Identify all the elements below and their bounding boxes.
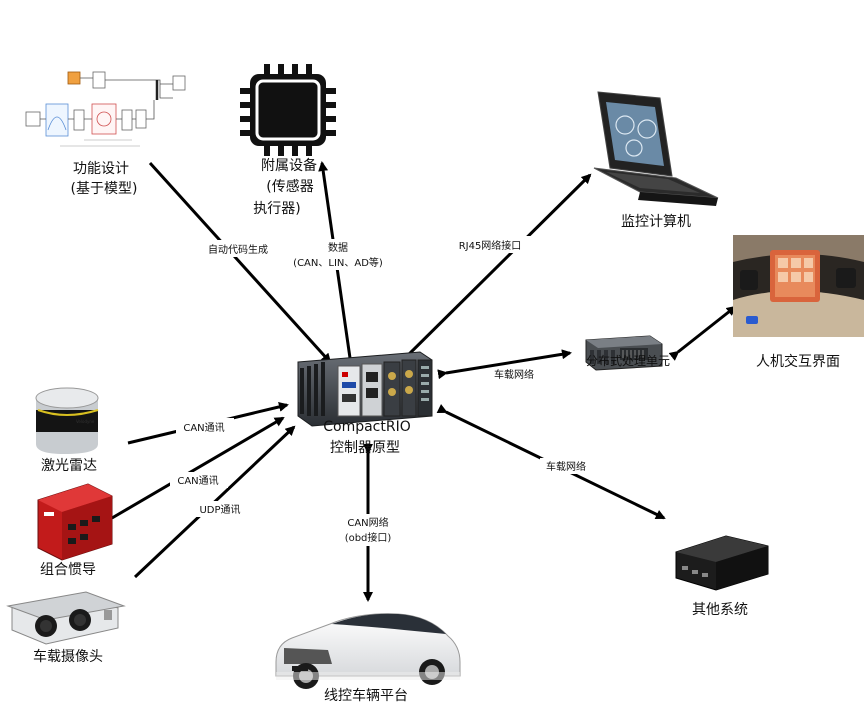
- camera-image: [6, 591, 126, 645]
- edge-label-data: 数据: [328, 241, 348, 254]
- node-other-label: 其他系统: [692, 602, 748, 618]
- edge-vehicle-net-distributed: [437, 349, 572, 380]
- node-function-design-subtitle: (基于模型): [71, 180, 138, 197]
- edge-labels: 自动代码生成 数据 (CAN、LIN、AD等) RJ45网络接口 车载网络 车载…: [170, 236, 592, 546]
- node-camera-label: 车载摄像头: [33, 648, 103, 665]
- car-image: [275, 613, 461, 689]
- edge-can-ins: [111, 416, 285, 520]
- edge-autocode: [148, 161, 332, 364]
- ins-image: [37, 483, 113, 561]
- node-accessory-sub1: (传感器: [266, 178, 313, 195]
- node-accessory-sub2: 执行器): [253, 201, 300, 217]
- hmi-dashboard-image: [733, 235, 864, 337]
- node-hmi-label: 人机交互界面: [756, 353, 840, 370]
- other-system-box-image: [675, 535, 769, 591]
- node-accessory-title: 附属设备: [261, 157, 317, 174]
- node-ins-label: 组合惯导: [40, 561, 96, 578]
- edge-label-can-lidar: CAN通讯: [183, 422, 224, 434]
- edge-label-vehicle-net-2: 车载网络: [546, 460, 586, 473]
- edge-label-can-ins: CAN通讯: [177, 475, 218, 487]
- node-lidar-label: 激光雷达: [41, 457, 97, 474]
- node-monitor-label: 监控计算机: [621, 214, 691, 230]
- edge-label-udp-camera: UDP通讯: [199, 504, 240, 516]
- compactrio-image: [297, 351, 433, 427]
- node-vehicle-label: 线控车辆平台: [324, 687, 408, 704]
- lidar-image: Velodyne: [35, 387, 99, 454]
- rugged-laptop-image: [593, 91, 719, 206]
- edge-label-can-net: CAN网络: [347, 516, 388, 529]
- edge-label-autocode: 自动代码生成: [208, 243, 268, 256]
- node-function-design-title: 功能设计: [73, 161, 129, 177]
- chip-icon: [240, 64, 336, 156]
- node-distributed-label: 分布式处理单元: [586, 354, 670, 368]
- edge-label-obd: (obd接口): [345, 531, 392, 544]
- center-node-name: CompactRIO: [323, 419, 411, 435]
- edge-label-data-detail: (CAN、LIN、AD等): [293, 256, 383, 269]
- edge-label-vehicle-net-1: 车载网络: [494, 368, 534, 381]
- ecu-module-image: [585, 335, 663, 371]
- simulink-model-image: [25, 71, 186, 147]
- svg-text:Velodyne: Velodyne: [76, 419, 95, 424]
- edge-label-rj45: RJ45网络接口: [459, 239, 522, 252]
- edge-rj45: [388, 173, 592, 375]
- center-node-subtitle: 控制器原型: [330, 440, 400, 456]
- edge-distributed-hmi: [668, 305, 737, 361]
